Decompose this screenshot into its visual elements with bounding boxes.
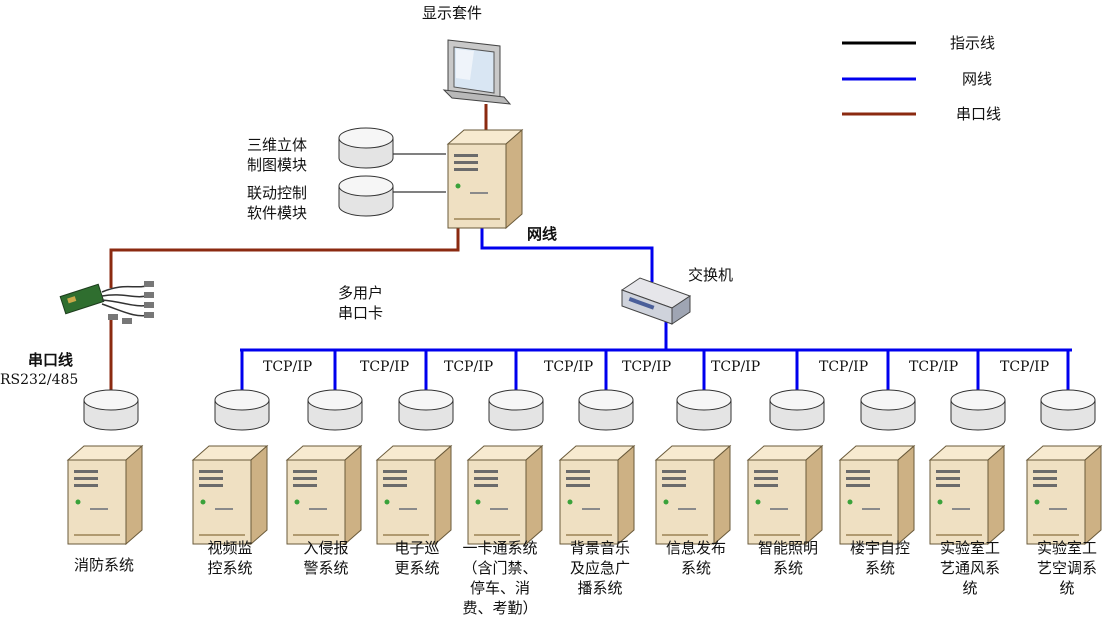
- system-label: 电子巡 更系统: [394, 539, 440, 577]
- system-label: 背景音乐 及应急广 播系统: [569, 539, 630, 597]
- system-disk-icon: [860, 389, 916, 431]
- module-3d-disk-icon: [338, 127, 394, 169]
- tcp-ip-label: TCP/IP: [263, 359, 313, 375]
- system-disk-icon: [398, 389, 454, 431]
- system-server-icon: [192, 445, 268, 545]
- system-server-icon: [655, 445, 731, 545]
- serial-card-icon: [59, 281, 154, 324]
- system-disk-icon: [307, 389, 363, 431]
- tcp-ip-label: TCP/IP: [360, 359, 410, 375]
- system-server-icon: [559, 445, 635, 545]
- central-server-icon: [447, 129, 523, 229]
- tcp-ip-label: TCP/IP: [1000, 359, 1050, 375]
- network-line-server: [480, 210, 654, 282]
- module-link-disk-icon: [338, 175, 394, 217]
- legend-serial-label: 串口线: [956, 105, 1002, 123]
- system-icons: [192, 389, 1102, 545]
- fire-system-label: 消防系统: [74, 556, 135, 574]
- switch-icon: [620, 277, 692, 325]
- fire-system-server-icon: [67, 445, 143, 545]
- fire-system-disk-icon: [83, 389, 139, 431]
- serial-standard-label: RS232/485: [0, 372, 79, 388]
- system-disk-icon: [488, 389, 544, 431]
- system-label: 入侵报 警系统: [303, 539, 349, 577]
- system-label: 智能照明 系统: [757, 539, 818, 577]
- legend-network-label: 网线: [962, 70, 993, 88]
- system-label: 实验室工 艺空调系 统: [1036, 539, 1097, 597]
- tcp-ip-label: TCP/IP: [544, 359, 594, 375]
- network-drops: [240, 350, 1070, 395]
- serial-line-main: [109, 208, 460, 288]
- serial-line-label: 串口线: [28, 351, 74, 369]
- tcp-ip-label: TCP/IP: [444, 359, 494, 375]
- system-server-icon: [467, 445, 543, 545]
- system-server-icon: [376, 445, 452, 545]
- system-disk-icon: [769, 389, 825, 431]
- system-label: 楼宇自控 系统: [849, 539, 910, 577]
- tcp-ip-label: TCP/IP: [819, 359, 869, 375]
- system-disk-icon: [950, 389, 1006, 431]
- system-server-icon: [1026, 445, 1102, 545]
- legend-indicator-label: 指示线: [950, 34, 996, 52]
- tcp-ip-label: TCP/IP: [909, 359, 959, 375]
- system-server-icon: [747, 445, 823, 545]
- system-disk-icon: [1040, 389, 1096, 431]
- system-disk-icon: [676, 389, 732, 431]
- system-server-icon: [929, 445, 1005, 545]
- system-server-icon: [839, 445, 915, 545]
- switch-label: 交换机: [688, 266, 734, 284]
- system-label: 信息发布 系统: [665, 539, 726, 577]
- monitor-icon: [442, 39, 512, 105]
- module-link-label: 联动控制 软件模块: [247, 184, 308, 222]
- network-line-label: 网线: [527, 225, 558, 243]
- module-3d-label: 三维立体 制图模块: [247, 136, 308, 174]
- system-server-icon: [286, 445, 362, 545]
- system-label: 实验室工 艺通风系 统: [939, 539, 1000, 597]
- serial-card-label: 多用户 串口卡: [338, 284, 384, 322]
- system-disk-icon: [578, 389, 634, 431]
- system-label: 一卡通系统 （含门禁、 停车、消 费、考勤）: [462, 539, 538, 617]
- tcp-ip-label: TCP/IP: [622, 359, 672, 375]
- system-disk-icon: [214, 389, 270, 431]
- display-kit-label: 显示套件: [422, 4, 483, 22]
- tcp-ip-label: TCP/IP: [711, 359, 761, 375]
- system-label: 视频监 控系统: [207, 539, 253, 577]
